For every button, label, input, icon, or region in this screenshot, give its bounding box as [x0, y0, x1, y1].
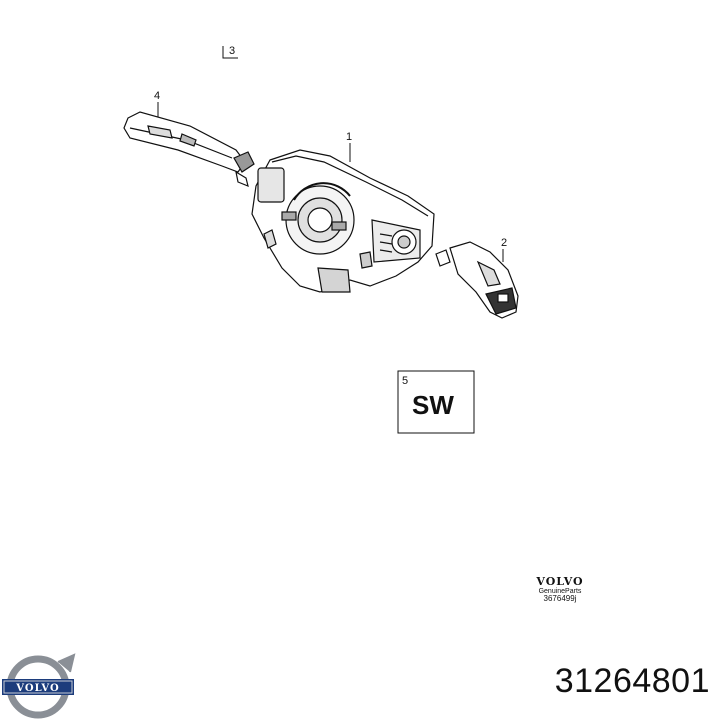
svg-text:SW: SW: [412, 390, 454, 420]
svg-text:2: 2: [501, 237, 507, 249]
volvo-logo: VOLVO: [2, 653, 76, 719]
svg-text:4: 4: [154, 90, 160, 102]
svg-text:3: 3: [229, 45, 235, 57]
svg-text:1: 1: [346, 131, 352, 143]
steering-column-switch-part-1: [251, 149, 435, 293]
sw-label-box-part-5: 5 SW: [397, 370, 475, 434]
svg-text:5: 5: [402, 375, 408, 387]
volvo-genuine-parts-stamp: VOLVO GenuineParts 3676499j: [520, 576, 600, 603]
diagram-code: 3676499j: [543, 593, 577, 603]
part-number: 31264801: [554, 662, 710, 700]
right-stalk-part-2: [435, 241, 519, 319]
callout-2: 2: [501, 237, 507, 262]
brand-wordmark: VOLVO: [536, 575, 584, 588]
genuine-parts-label: GenuineParts: [538, 587, 582, 595]
left-stalk-part-4: [123, 111, 255, 187]
callout-3: 3: [222, 45, 238, 59]
svg-text:VOLVO: VOLVO: [15, 683, 59, 694]
callout-1: 1: [346, 131, 352, 162]
